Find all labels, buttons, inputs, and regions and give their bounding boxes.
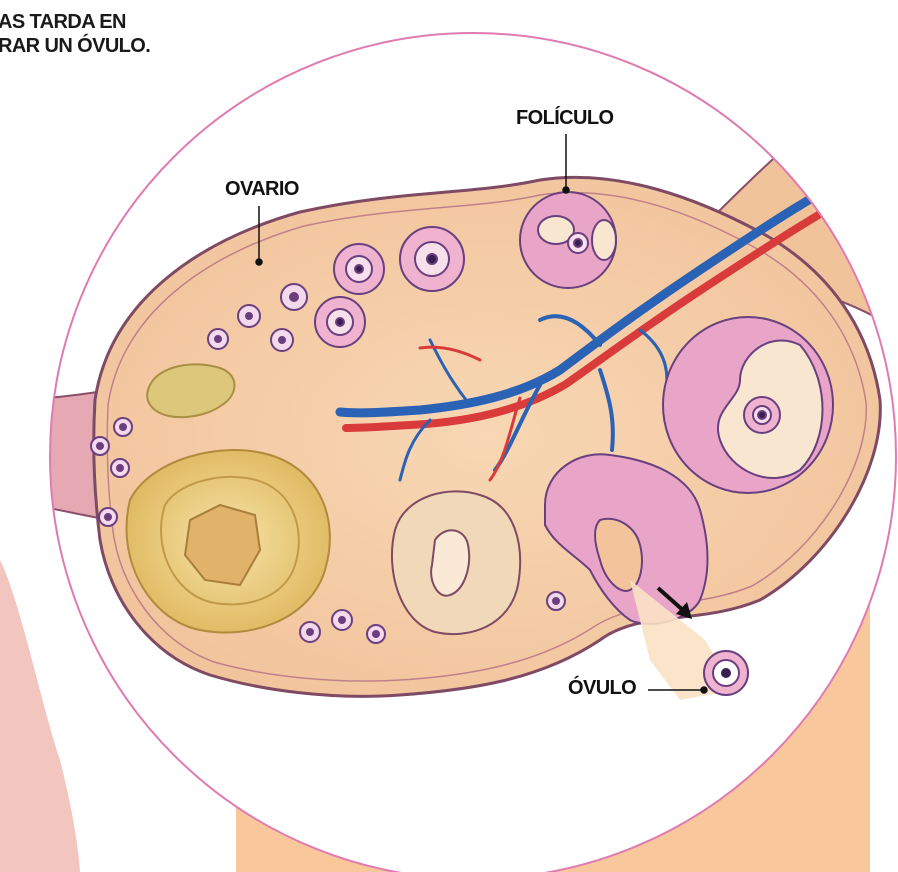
label-ovulo: ÓVULO [568, 677, 636, 700]
atretic-follicle [392, 491, 520, 634]
antral-follicle [663, 317, 833, 493]
headline-line-1: AS TARDA EN [0, 10, 126, 34]
skin-silhouette [0, 560, 80, 872]
label-foliculo: FOLÍCULO [516, 107, 613, 130]
label-ovario: OVARIO [225, 178, 299, 201]
ovum [704, 651, 748, 695]
secondary-follicle [520, 192, 616, 288]
corpus-luteum [126, 450, 329, 632]
headline-line-2: RAR UN ÓVULO. [0, 34, 150, 58]
